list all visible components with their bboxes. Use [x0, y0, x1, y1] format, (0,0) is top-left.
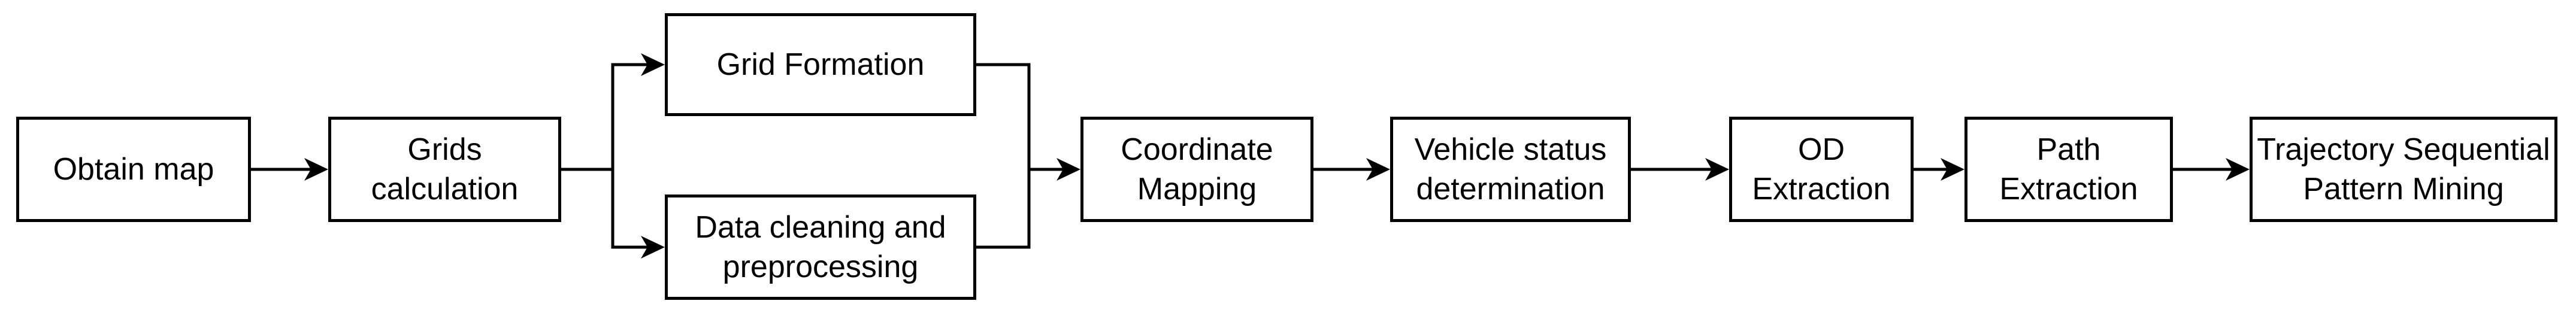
arrowhead-path-extraction — [1941, 158, 1964, 181]
node-path-extraction: Path Extraction — [1964, 117, 2173, 222]
node-obtain-map: Obtain map — [16, 117, 251, 222]
node-trajectory-sequential-pattern-mining: Trajectory Sequential Pattern Mining — [2250, 117, 2557, 222]
arrowhead-vehicle-status — [1366, 158, 1390, 181]
node-od-extraction: OD Extraction — [1729, 117, 1914, 222]
node-grid-formation: Grid Formation — [665, 13, 976, 116]
arrowhead-trajectory — [2226, 158, 2250, 181]
node-data-cleaning-preprocessing: Data cleaning and preprocessing — [665, 195, 976, 300]
node-coordinate-mapping: Coordinate Mapping — [1080, 117, 1313, 222]
arrowhead-grid-formation — [641, 53, 665, 76]
arrowhead-grids-calculation — [304, 158, 328, 181]
arrowhead-coordinate-mapping — [1057, 158, 1080, 181]
arrowhead-data-cleaning — [641, 236, 665, 259]
node-grids-calculation: Grids calculation — [328, 117, 561, 222]
node-vehicle-status-determination: Vehicle status determination — [1390, 117, 1631, 222]
arrowhead-od-extraction — [1705, 158, 1729, 181]
